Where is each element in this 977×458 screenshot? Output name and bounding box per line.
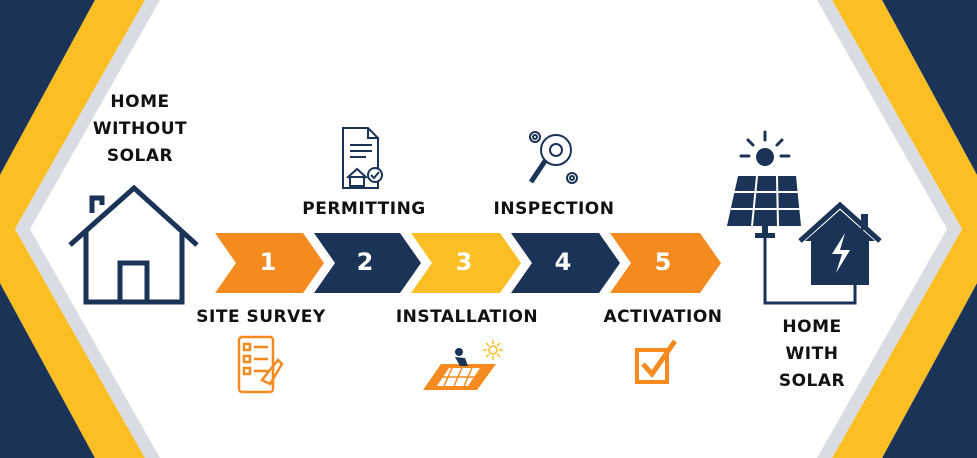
- document-house-icon: [342, 127, 383, 189]
- step-1-chevron: [215, 233, 324, 293]
- checklist-hand-icon: [237, 335, 284, 394]
- roof-worker-icon: [423, 340, 503, 390]
- step-3-number: 3: [455, 248, 473, 276]
- step-5-chevron: [610, 233, 721, 293]
- solar-panel-sun-icon: [727, 130, 857, 305]
- right-border-decoration: [817, 0, 977, 458]
- step-2-number: 2: [356, 248, 374, 276]
- left-border-decoration: [0, 0, 160, 458]
- step-3-chevron: [411, 233, 521, 293]
- magnifier-gears-icon: [528, 131, 578, 184]
- step-4-number: 4: [554, 248, 572, 276]
- step-5-label: ACTIVATION: [603, 307, 723, 327]
- step-2-label: PERMITTING: [302, 199, 426, 219]
- step-3-label: INSTALLATION: [395, 307, 539, 327]
- house-outline-icon: [68, 184, 199, 305]
- step-5-number: 5: [654, 248, 672, 276]
- step-2-chevron: [314, 233, 421, 293]
- checkbox-check-icon: [635, 339, 678, 384]
- house-lightning-icon: [798, 201, 882, 285]
- step-4-chevron: [511, 233, 620, 293]
- home-without-solar-label: HOME WITHOUT SOLAR: [92, 92, 188, 166]
- step-4-label: INSPECTION: [493, 199, 615, 219]
- step-1-number: 1: [259, 248, 277, 276]
- step-1-label: SITE SURVEY: [196, 307, 326, 327]
- home-with-solar-label: HOME WITH SOLAR: [778, 317, 846, 391]
